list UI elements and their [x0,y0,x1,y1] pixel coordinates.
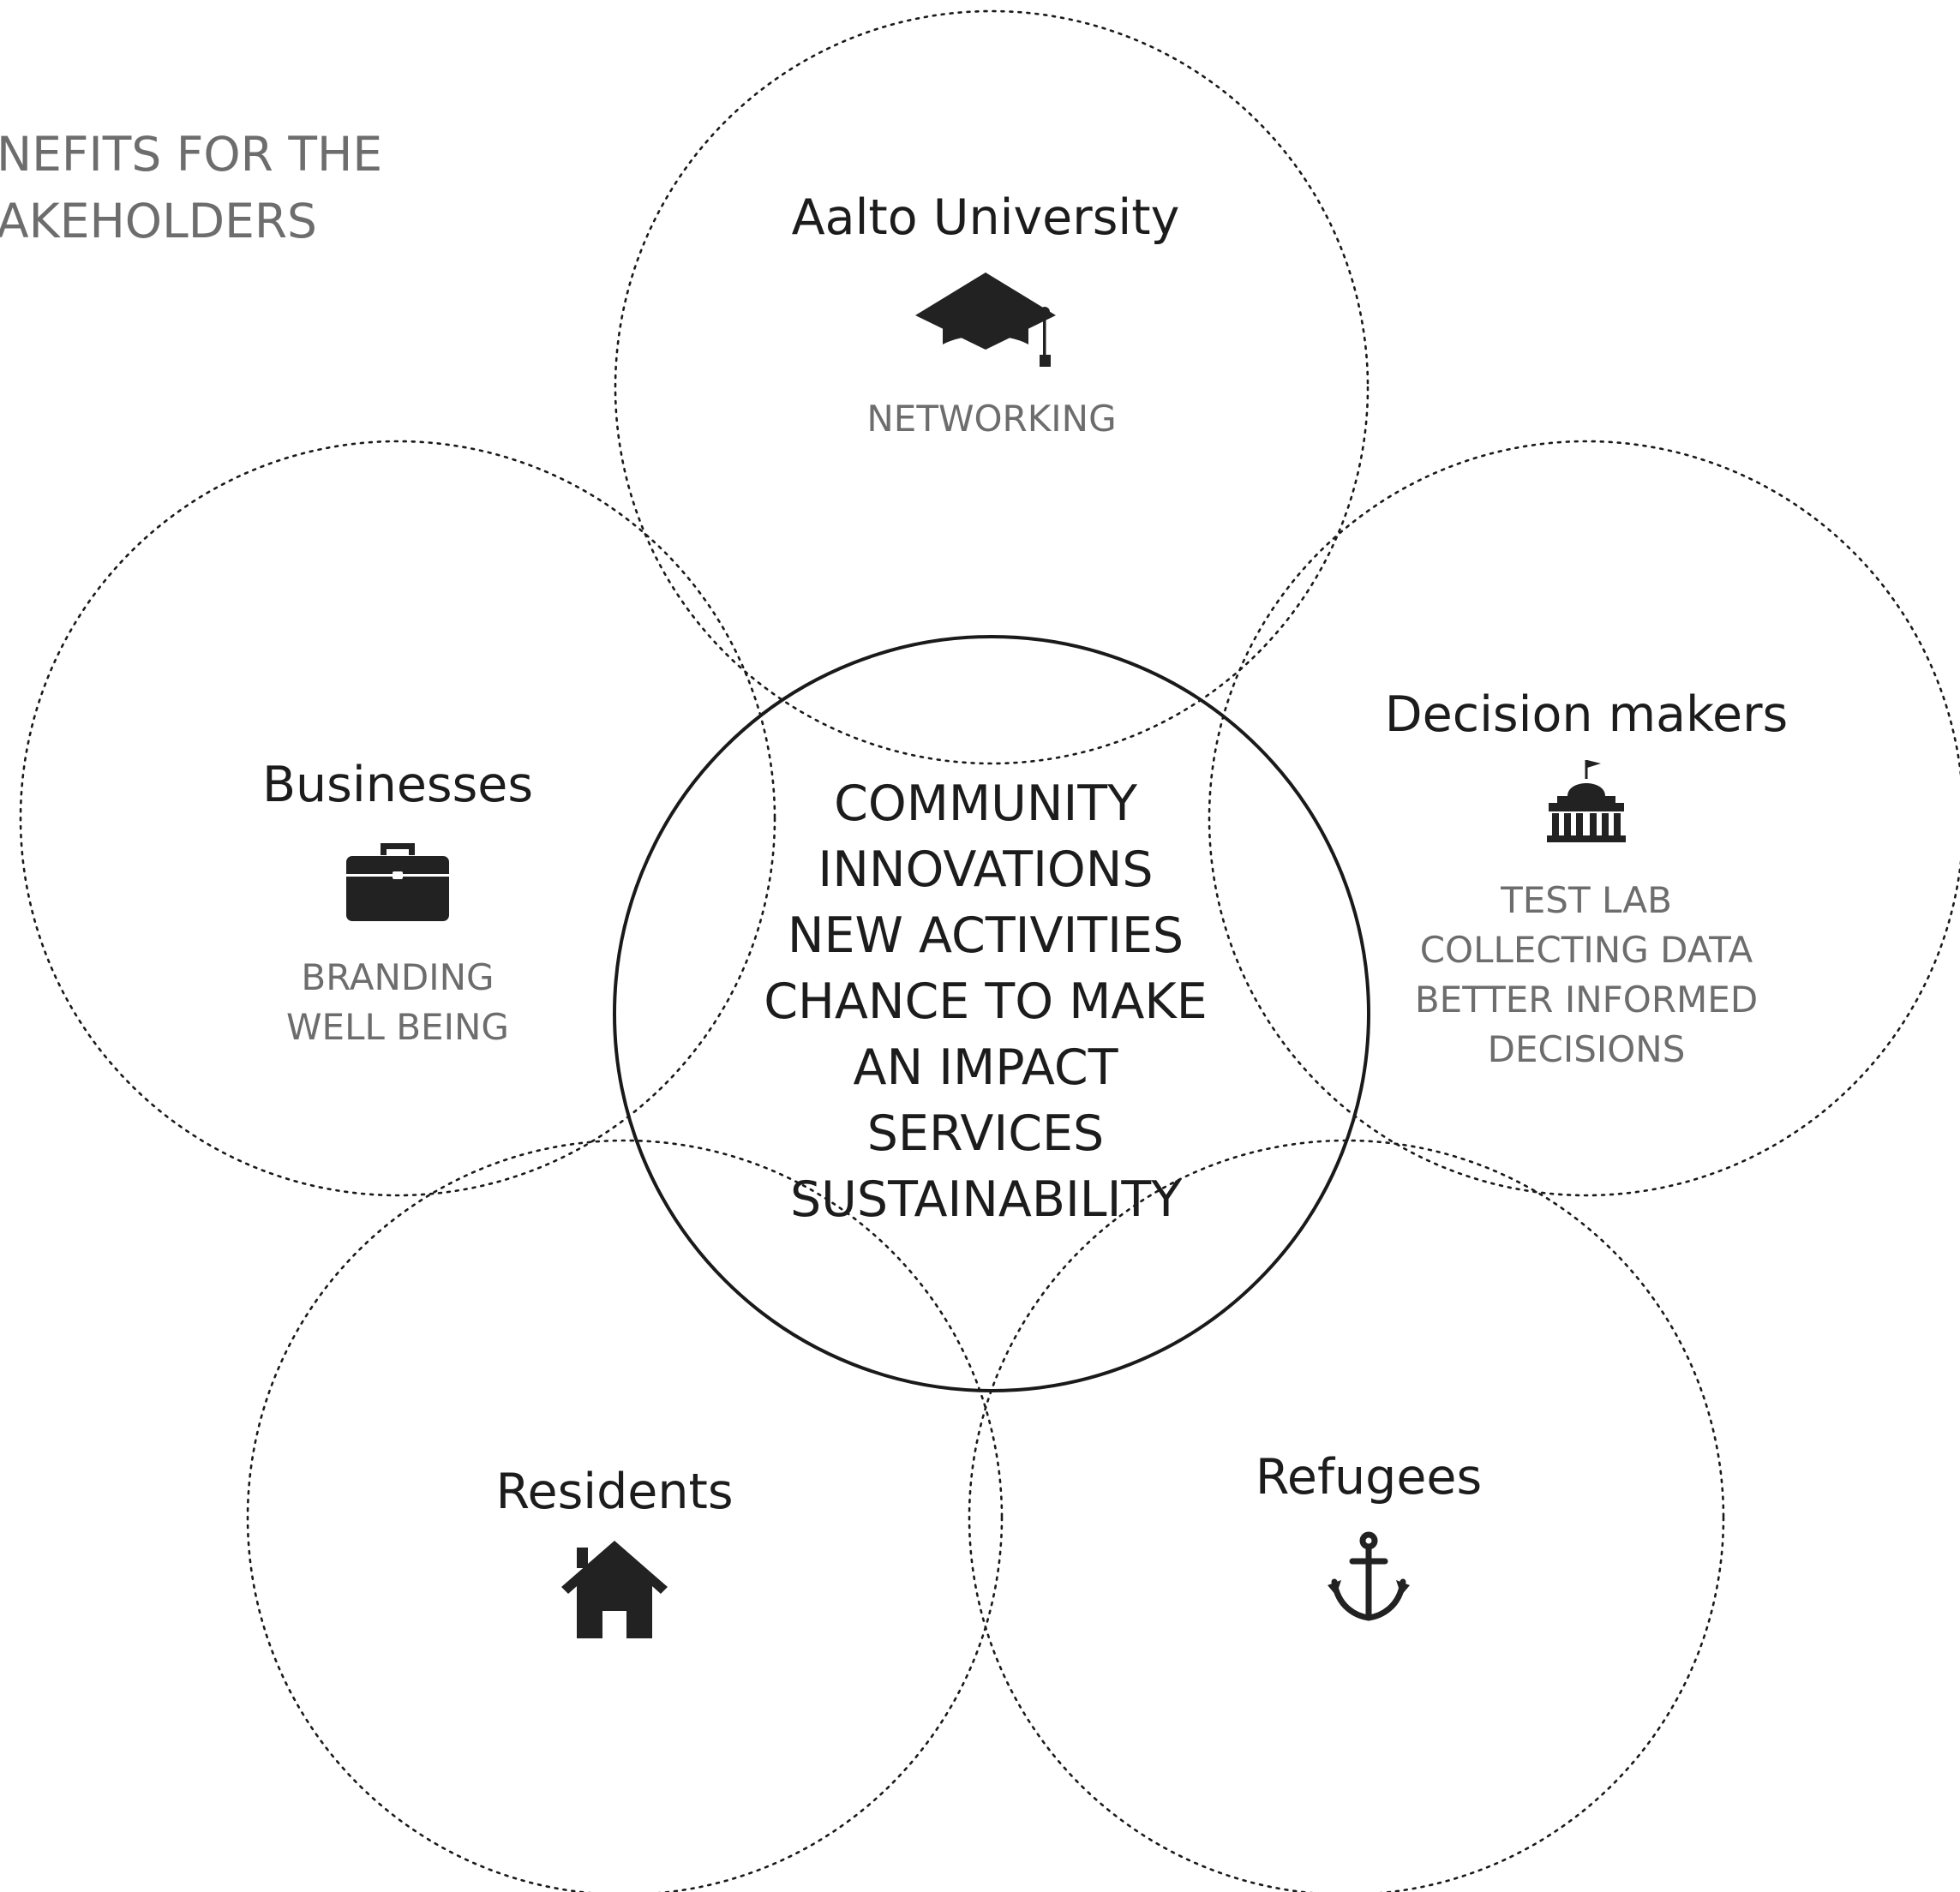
center-line-5: AN IMPACT [853,1039,1118,1096]
decision-makers-benefit-1: TEST LAB [1500,879,1672,921]
center-line-2: INNOVATIONS [818,841,1153,898]
decision-makers-benefit-2: COLLECTING DATA [1420,929,1753,971]
center-line-1: COMMUNITY [834,775,1137,832]
residents-circle [246,1139,1004,1892]
aalto-name: Aalto University [792,189,1180,246]
center-circle [613,635,1370,1392]
refugees-name: Refugees [1256,1449,1482,1506]
decision-makers-benefit-4: DECISIONS [1488,1028,1686,1070]
businesses-benefit-2: WELL BEING [286,1006,509,1048]
decision-makers-name: Decision makers [1385,686,1788,743]
businesses-benefit-1: BRANDING [301,956,494,998]
briefcase-icon [346,843,449,921]
center-line-6: SERVICES [867,1105,1104,1162]
decision-makers-benefit-3: BETTER INFORMED [1415,979,1758,1021]
diagram-title-line-1: NEFITS FOR THE [0,127,382,182]
center-line-3: NEW ACTIVITIES [788,907,1184,964]
decision-makers-circle [1208,440,1960,1197]
center-line-7: SUSTAINABILITY [790,1171,1181,1228]
graduation-cap-icon [915,272,1056,367]
businesses-circle [19,440,776,1197]
businesses-name: Businesses [262,757,533,813]
aalto-circle [614,9,1370,765]
residents-name: Residents [495,1464,733,1520]
center-line-4: CHANCE TO MAKE [764,973,1208,1030]
government-building-icon [1547,760,1626,842]
aalto-benefit-1: NETWORKING [866,398,1116,440]
house-icon [561,1541,668,1638]
diagram-title-line-2: AKEHOLDERS [0,194,317,248]
anchor-icon [1328,1531,1410,1621]
refugees-circle [968,1139,1725,1892]
